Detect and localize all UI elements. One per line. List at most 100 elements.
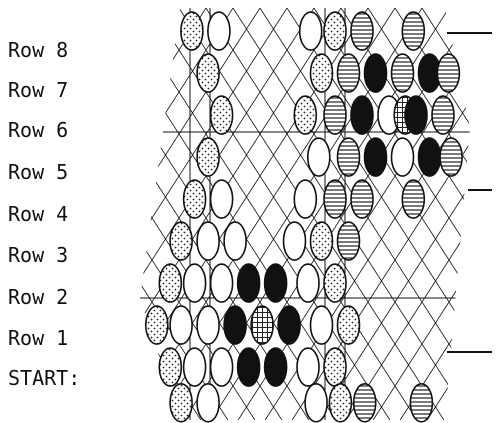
lattice-line: [259, 8, 470, 420]
lattice-line: [140, 8, 288, 420]
lattice-line: [140, 8, 234, 420]
lattice-line: [140, 8, 256, 420]
row-label-1: Row 1: [8, 326, 69, 350]
bead-41: [158, 263, 183, 303]
lattice-line: [345, 8, 470, 420]
bead-37: [223, 221, 247, 261]
bead-32: [323, 179, 347, 219]
bead-68: [409, 382, 434, 423]
bead-2: [207, 11, 231, 51]
row-label-6: Row 6: [8, 118, 69, 142]
bead-38: [282, 221, 307, 261]
bead-66: [328, 382, 353, 423]
bead-10: [363, 53, 388, 93]
bead-45: [263, 263, 288, 303]
lattice-line: [151, 8, 418, 420]
lattice-line: [140, 8, 180, 420]
bead-56: [158, 347, 183, 387]
bead-35: [169, 221, 193, 261]
bead-40: [336, 221, 361, 261]
bead-15: [293, 95, 318, 135]
bead-59: [236, 347, 261, 387]
lattice-line: [481, 8, 502, 420]
lattice-line: [0, 8, 125, 420]
lattice-line: [0, 8, 12, 420]
bead-64: [196, 382, 220, 423]
lattice-line: [372, 8, 470, 420]
bead-24: [336, 137, 361, 177]
bead-46: [296, 263, 320, 303]
lattice-line: [0, 8, 66, 420]
bead-58: [209, 347, 234, 387]
lattice-line: [399, 8, 470, 420]
lattice-line: [140, 8, 315, 420]
bead-30: [209, 179, 234, 219]
bead-3: [298, 11, 323, 51]
bead-13: [436, 53, 461, 93]
lattice-line: [476, 8, 502, 420]
bead-27: [417, 137, 442, 177]
bead-54: [309, 305, 334, 345]
bead-26: [390, 137, 415, 177]
bead-57: [182, 347, 207, 387]
lattice-line: [0, 8, 98, 420]
start-label: START:: [8, 366, 81, 390]
bead-31: [293, 179, 318, 219]
bead-44: [236, 263, 261, 303]
lattice-line: [140, 8, 148, 420]
bead-55: [336, 305, 361, 345]
bead-21: [431, 95, 455, 135]
bead-29: [182, 179, 207, 219]
bead-28: [439, 137, 463, 177]
bead-14: [209, 95, 234, 135]
lattice-line: [318, 8, 470, 420]
lattice-line: [0, 8, 44, 420]
row-label-7: Row 7: [8, 78, 69, 102]
bead-63: [169, 382, 193, 423]
bead-36: [196, 221, 220, 261]
bead-52: [250, 305, 274, 345]
bead-50: [196, 305, 220, 345]
lattice-line: [0, 8, 120, 420]
lattice-line: [0, 8, 17, 420]
bead-5: [350, 11, 374, 51]
lattice-line: [0, 8, 71, 420]
bead-7: [196, 53, 220, 93]
bead-6: [401, 11, 426, 51]
bead-4: [323, 11, 347, 51]
lattice-line: [140, 8, 310, 420]
bead-49: [169, 305, 193, 345]
bead-67: [352, 382, 377, 423]
lattice-line: [140, 8, 229, 420]
row-label-5: Row 5: [8, 160, 69, 184]
bead-17: [350, 95, 374, 135]
bead-34: [401, 179, 426, 219]
lattice-line: [140, 8, 153, 420]
bead-43: [209, 263, 234, 303]
bead-42: [182, 263, 207, 303]
bead-22: [196, 137, 220, 177]
lattice-line: [453, 8, 470, 420]
bead-1: [180, 11, 204, 51]
bead-20: [404, 95, 428, 135]
bead-39: [309, 221, 334, 261]
bead-53: [277, 305, 301, 345]
bead-65: [304, 382, 328, 423]
lattice-line: [140, 8, 175, 420]
lattice-line: [0, 8, 93, 420]
row-label-4: Row 4: [8, 202, 69, 226]
bead-51: [223, 305, 247, 345]
bead-60: [263, 347, 288, 387]
bead-62: [323, 347, 347, 387]
bead-47: [323, 263, 347, 303]
lattice-line: [0, 8, 39, 420]
row-label-3: Row 3: [8, 243, 69, 267]
bead-25: [363, 137, 388, 177]
bead-16: [323, 95, 347, 135]
lattice-line: [140, 8, 342, 420]
lattice-line: [140, 8, 337, 420]
bead-11: [390, 53, 415, 93]
bead-23: [306, 137, 331, 177]
